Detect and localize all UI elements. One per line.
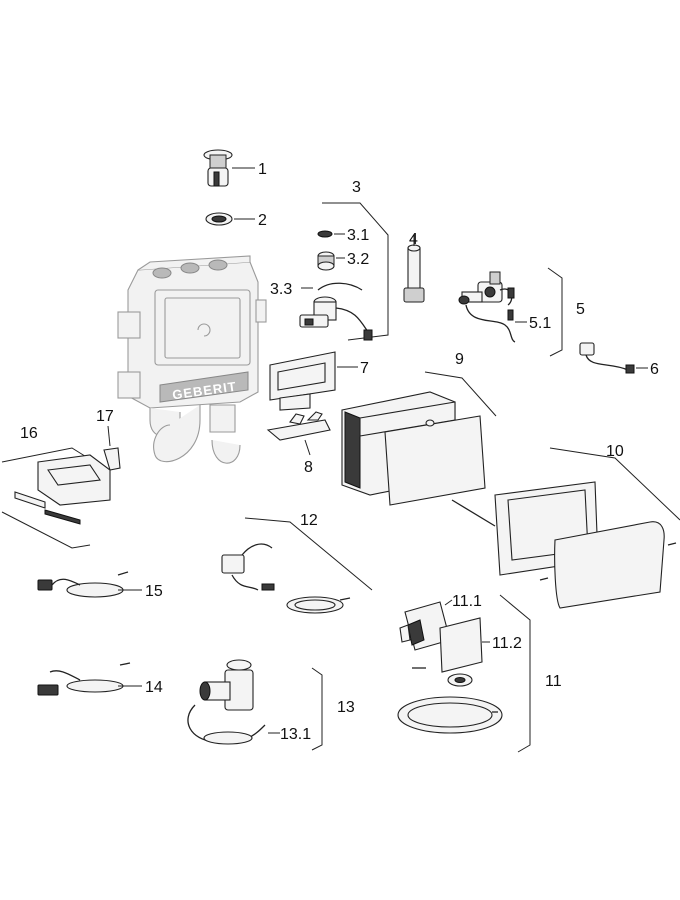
label-11-1: 11.1 [452,593,482,610]
label-1: 1 [258,161,267,178]
label-12: 12 [300,512,318,529]
part-3-2-seal [317,251,345,271]
label-16: 16 [20,425,38,442]
part-8-clip [266,411,331,456]
part-6-cable [579,342,648,374]
label-5-1: 5.1 [529,315,551,332]
label-3-2: 3.2 [347,251,369,268]
part-9-battery-box [341,371,497,506]
part-4-pipe [403,235,425,303]
part-1-valve [203,149,255,187]
part-10-cover-frame [451,447,680,609]
label-9: 9 [455,351,464,368]
label-11: 11 [545,673,562,690]
label-7: 7 [360,360,369,377]
part-14-cable [37,662,142,696]
label-2: 2 [258,212,267,229]
part-3-1-oring [317,230,345,238]
label-8: 8 [304,459,313,476]
label-3-1: 3.1 [347,227,369,244]
label-10: 10 [606,443,624,460]
part-11-turbine [397,594,531,753]
part-13-flow-sensor [187,659,323,751]
label-17: 17 [96,408,114,425]
part-labels: 1 2 3 3.1 3.2 3.3 4 5 5.1 6 7 8 9 10 11 … [20,161,659,743]
label-13-1: 13.1 [280,726,311,743]
label-15: 15 [145,583,163,600]
label-5: 5 [576,301,585,318]
label-14: 14 [145,679,163,696]
label-6: 6 [650,361,659,378]
part-5-valve-assembly [458,267,563,357]
part-7-bracket [269,351,358,411]
label-4: 4 [409,231,418,248]
part-15-cable [37,571,142,598]
label-3: 3 [352,179,361,196]
label-11-2: 11.2 [492,635,522,652]
part-16-mounting-set [1,447,111,549]
label-3-3: 3.3 [270,281,292,298]
part-2-nut [205,212,255,226]
group-3-bracket [322,202,389,341]
part-3-3-solenoid [299,282,373,341]
label-13: 13 [337,699,355,716]
concealed-housing: GEBERIT [117,255,267,464]
part-17-clip [103,425,121,471]
part-12-cable-set [221,517,373,614]
